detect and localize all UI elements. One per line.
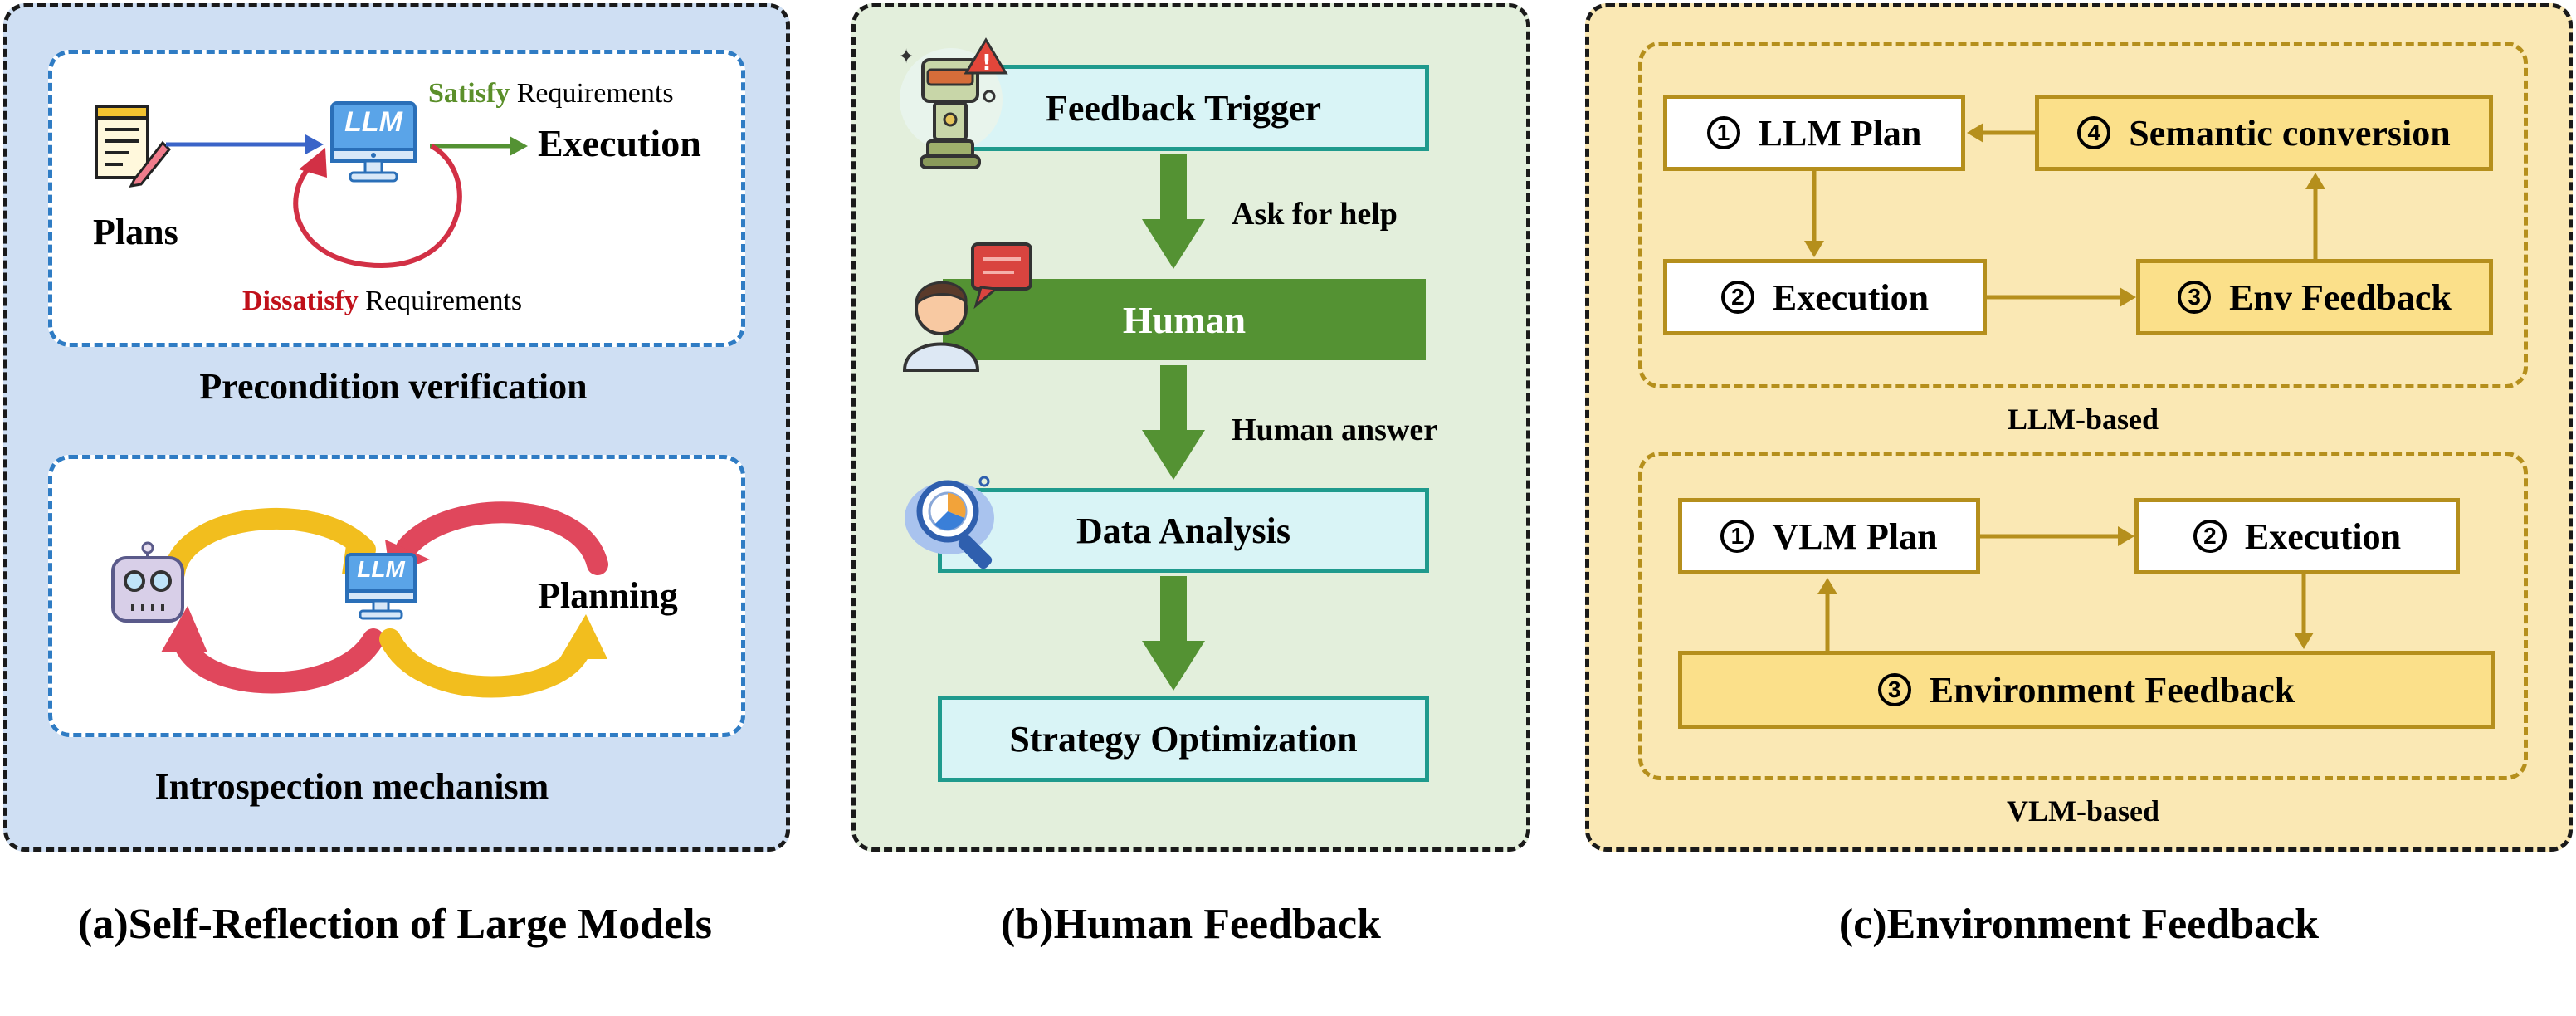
llm-based-group [1638, 42, 2528, 388]
step-number: 2 [2193, 520, 2227, 553]
dissatisfy-word: Dissatisfy [242, 286, 359, 316]
arrow-trigger-to-human [1142, 154, 1205, 269]
introspection-loops [161, 501, 608, 698]
step-number: 2 [1720, 281, 1754, 314]
llm-badge-center: LLM [357, 556, 405, 582]
plans-label: Plans [93, 212, 178, 252]
env-feedback-box: 3 Env Feedback [2136, 259, 2493, 335]
vlm-plan-label: VLM Plan [1772, 515, 1938, 557]
planning-label: Planning [538, 575, 678, 616]
magnifier-chart-icon [905, 476, 994, 569]
document-pencil-icon [95, 105, 172, 188]
strategy-optimization-box: Strategy Optimization [938, 696, 1429, 782]
dissatisfy-requirements-label: Dissatisfy Requirements [242, 286, 522, 317]
satisfy-requirements-label: Satisfy Requirements [428, 78, 674, 110]
arrow-plans-to-llm [166, 134, 324, 154]
svg-text:!: ! [982, 51, 992, 76]
arrow-human-to-analysis [1142, 365, 1205, 480]
ask-for-help-label: Ask for help [1232, 197, 1398, 232]
step-number: 1 [1706, 116, 1740, 149]
semantic-conversion-label: Semantic conversion [2129, 112, 2451, 154]
environment-feedback-box: 3 Environment Feedback [1678, 651, 2495, 729]
step-number: 3 [2178, 281, 2212, 314]
env-feedback-label: Env Feedback [2229, 276, 2452, 318]
vlm-plan-box: 1 VLM Plan [1678, 498, 1980, 574]
robot-head-icon [111, 541, 184, 623]
vlm-execution-box: 2 Execution [2134, 498, 2460, 574]
introspection-mechanism-label: Introspection mechanism [154, 766, 549, 807]
dissatisfy-rest: Requirements [358, 286, 523, 316]
precondition-box [48, 50, 745, 347]
llm-based-label: LLM-based [2007, 403, 2159, 436]
human-box: Human [943, 279, 1426, 360]
llm-execution-box: 2 Execution [1663, 259, 1987, 335]
strategy-optimization-label: Strategy Optimization [1009, 718, 1358, 760]
step-number: 4 [2077, 116, 2111, 149]
llm-badge-top: LLM [344, 106, 402, 138]
data-analysis-label: Data Analysis [1076, 510, 1290, 551]
semantic-conversion-box: 4 Semantic conversion [2035, 95, 2493, 171]
caption-c: (c)Environment Feedback [1838, 901, 2320, 948]
llm-flow-arrows [1804, 123, 2325, 307]
vlm-flow-arrows [1817, 526, 2314, 651]
vlm-based-label: VLM-based [2006, 794, 2159, 828]
precondition-verification-label: Precondition verification [199, 366, 588, 407]
execution-label-a: Execution [538, 122, 701, 164]
llm-plan-label: LLM Plan [1758, 112, 1922, 154]
llm-execution-label: Execution [1772, 276, 1930, 318]
feedback-trigger-box: Feedback Trigger [938, 65, 1429, 151]
satisfy-word: Satisfy [428, 78, 510, 109]
environment-feedback-label: Environment Feedback [1929, 669, 2295, 711]
llm-plan-box: 1 LLM Plan [1663, 95, 1965, 171]
vlm-based-group [1638, 452, 2528, 780]
arrow-satisfy [430, 136, 528, 156]
svg-text:✦: ✦ [898, 45, 915, 68]
person-chat-icon [902, 242, 1032, 372]
step-number: 1 [1720, 520, 1754, 553]
vlm-execution-label: Execution [2244, 515, 2402, 557]
caption-b: (b)Human Feedback [1001, 901, 1381, 948]
feedback-trigger-label: Feedback Trigger [1046, 87, 1321, 129]
satisfy-rest: Requirements [510, 78, 674, 109]
step-number: 3 [1877, 673, 1911, 706]
human-label: Human [1122, 298, 1247, 341]
caption-a: (a)Self-Reflection of Large Models [78, 901, 712, 948]
arrow-analysis-to-strategy [1142, 576, 1205, 691]
data-analysis-box: Data Analysis [938, 488, 1429, 573]
llm-monitor-icon [330, 101, 417, 183]
llm-monitor-icon-center [345, 553, 417, 620]
human-answer-label: Human answer [1232, 413, 1438, 447]
robot-warning-icon: ✦ ! [898, 37, 1008, 169]
dissatisfy-loop-arrow [293, 144, 462, 269]
